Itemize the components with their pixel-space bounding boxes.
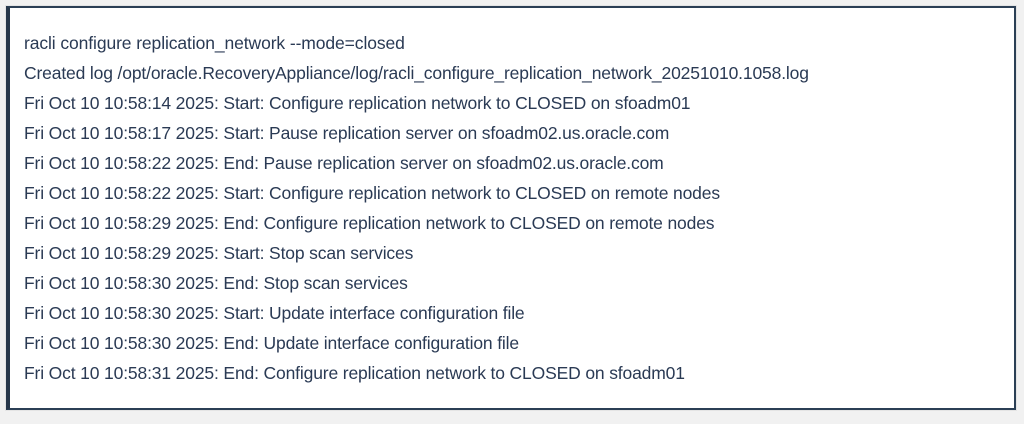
log-line: Fri Oct 10 10:58:22 2025: Start: Configu… — [24, 183, 720, 203]
log-line: Fri Oct 10 10:58:29 2025: End: Configure… — [24, 213, 715, 233]
log-line: Fri Oct 10 10:58:30 2025: End: Update in… — [24, 333, 519, 353]
log-line: Fri Oct 10 10:58:14 2025: Start: Configu… — [24, 93, 691, 113]
log-line-command: racli configure replication_network --mo… — [24, 33, 405, 53]
log-line-created-log: Created log /opt/oracle.RecoveryApplianc… — [24, 63, 809, 83]
log-line: Fri Oct 10 10:58:30 2025: Start: Update … — [24, 303, 525, 323]
console-log-list: racli configure replication_network --mo… — [10, 8, 1014, 402]
log-line: Fri Oct 10 10:58:30 2025: End: Stop scan… — [24, 273, 408, 293]
log-line: Fri Oct 10 10:58:29 2025: Start: Stop sc… — [24, 243, 414, 263]
log-line: Fri Oct 10 10:58:22 2025: End: Pause rep… — [24, 153, 664, 173]
console-output-frame: racli configure replication_network --mo… — [6, 6, 1016, 410]
log-line: Fri Oct 10 10:58:17 2025: Start: Pause r… — [24, 123, 670, 143]
log-line: Fri Oct 10 10:58:31 2025: End: Configure… — [24, 363, 685, 383]
